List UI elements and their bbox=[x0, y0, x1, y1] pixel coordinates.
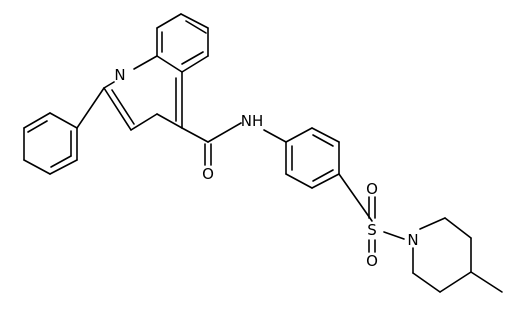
bond bbox=[180, 13, 209, 29]
bond bbox=[49, 159, 78, 175]
bond bbox=[181, 55, 209, 73]
bond bbox=[285, 127, 313, 143]
bond bbox=[130, 113, 158, 131]
bond bbox=[103, 87, 132, 131]
bond bbox=[76, 87, 105, 129]
atom-label-o-carbonyl: O bbox=[202, 165, 214, 183]
bond bbox=[111, 89, 135, 125]
bond bbox=[263, 129, 287, 143]
bond bbox=[312, 134, 334, 147]
bond bbox=[312, 169, 334, 182]
bond bbox=[27, 120, 48, 133]
bond bbox=[311, 173, 340, 189]
bond bbox=[181, 127, 209, 143]
bond bbox=[470, 271, 503, 293]
bond bbox=[185, 20, 207, 34]
atom-label-o-sulfonyl-top: O bbox=[366, 180, 378, 198]
atom-label-n-piperidine: N bbox=[407, 231, 418, 249]
bond bbox=[383, 231, 405, 240]
atom-label-n-quinoline: N bbox=[114, 66, 125, 84]
bond bbox=[181, 51, 204, 65]
atom-label-o-sulfonyl-bottom: O bbox=[366, 252, 378, 270]
bond bbox=[311, 127, 340, 143]
bond bbox=[23, 112, 51, 129]
bond bbox=[156, 13, 182, 29]
bond bbox=[23, 159, 51, 175]
bond bbox=[439, 271, 472, 293]
bond bbox=[285, 173, 313, 189]
atom-labels: N NH O S O O N bbox=[114, 66, 418, 270]
bond bbox=[133, 55, 158, 70]
bond bbox=[156, 55, 183, 73]
bond bbox=[338, 173, 373, 222]
bonds bbox=[23, 13, 503, 293]
bond bbox=[103, 81, 115, 89]
atom-label-nh: NH bbox=[241, 112, 264, 130]
bond bbox=[207, 122, 242, 143]
bond bbox=[156, 113, 183, 129]
bond bbox=[50, 155, 72, 168]
bond bbox=[49, 112, 78, 129]
bond bbox=[444, 217, 472, 239]
bond bbox=[419, 217, 446, 230]
atom-label-s: S bbox=[367, 221, 377, 239]
bond bbox=[412, 272, 441, 293]
